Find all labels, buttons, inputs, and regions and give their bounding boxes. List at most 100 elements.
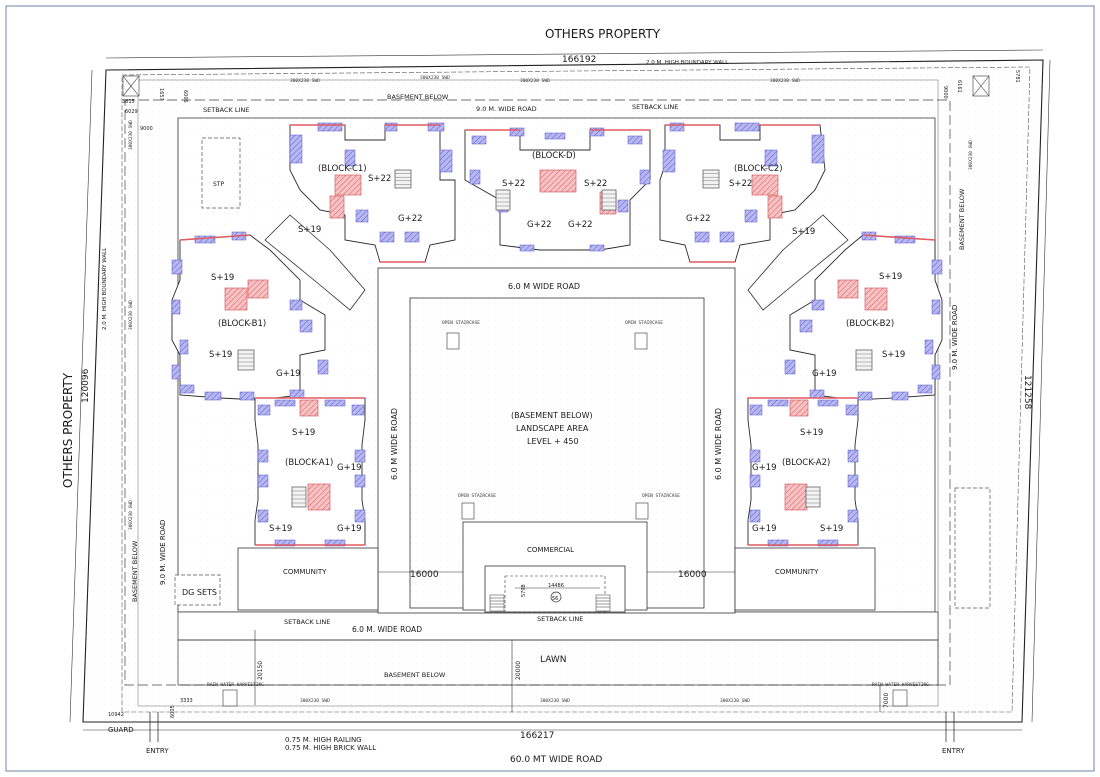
dim-16000-left: 16000 xyxy=(410,570,439,580)
stp-box xyxy=(201,137,241,209)
lawn-label: LAWN xyxy=(540,655,567,665)
block-c2-label: (BLOCK-C2) xyxy=(734,164,783,174)
core-10 xyxy=(299,399,319,417)
community-left xyxy=(237,547,379,611)
road-6m-center-right: 6.0 M WIDE ROAD xyxy=(714,408,723,480)
dim-9000-right: 9000 xyxy=(942,86,948,99)
balcony-73 xyxy=(847,474,859,488)
tower-c1 xyxy=(289,124,456,263)
b1-s19-top: S+19 xyxy=(211,273,234,283)
bottom-road-label: 60.0 MT WIDE ROAD xyxy=(510,755,602,765)
d-s22-left: S+22 xyxy=(502,179,525,189)
block-d-label: (BLOCK-D) xyxy=(532,151,576,161)
balcony-50 xyxy=(811,299,825,311)
core-6 xyxy=(224,287,248,311)
setback-line-top-left: SETBACK LINE xyxy=(203,106,249,114)
dim-7000: 7000 xyxy=(883,693,890,708)
b1-s19-mid: S+19 xyxy=(209,350,232,360)
balcony-58 xyxy=(257,449,269,463)
entrance-stairs xyxy=(489,594,611,612)
balcony-1 xyxy=(317,122,343,132)
balcony-40 xyxy=(289,389,305,399)
bottom-dimension: 166217 xyxy=(520,731,554,741)
corner-markers xyxy=(122,75,990,707)
basement-below-top: BASEMENT BELOW xyxy=(387,93,449,101)
balcony-24 xyxy=(744,209,758,223)
balcony-56 xyxy=(274,399,296,407)
balcony-3 xyxy=(355,209,369,223)
level-marker-number: 56 xyxy=(552,596,558,602)
staircase-7 xyxy=(805,486,821,508)
d-g22-right: G+22 xyxy=(568,220,593,230)
basement-below-right: BASEMENT BELOW xyxy=(958,188,966,250)
community-left-label: COMMUNITY xyxy=(283,568,327,576)
balcony-5 xyxy=(404,231,420,243)
dim-20000: 20000 xyxy=(515,661,522,680)
a2-s19-top: S+19 xyxy=(800,428,823,438)
svg-text:300X230 SWD: 300X230 SWD xyxy=(128,300,134,330)
balcony-22 xyxy=(811,134,825,164)
c2-s22: S+22 xyxy=(729,179,752,189)
core-7 xyxy=(247,279,269,299)
core-0 xyxy=(334,174,362,196)
basement-below-bottom: BASEMENT BELOW xyxy=(384,671,446,679)
balcony-9 xyxy=(471,135,487,145)
balcony-71 xyxy=(847,449,859,463)
rain-water-label-left: RAIN WATER HARVESTING xyxy=(207,682,264,688)
balcony-8 xyxy=(384,122,398,132)
balcony-37 xyxy=(289,299,303,311)
d-s22-right: S+22 xyxy=(584,179,607,189)
staircase-6 xyxy=(291,486,307,508)
c1-g22: G+22 xyxy=(398,214,423,224)
svg-text:300X230 SWD: 300X230 SWD xyxy=(720,698,750,704)
balcony-57 xyxy=(324,399,346,407)
balcony-70 xyxy=(749,449,761,463)
svg-text:300X230 SWD: 300X230 SWD xyxy=(520,78,550,84)
c1-s22: S+22 xyxy=(368,174,391,184)
balcony-33 xyxy=(171,364,181,380)
balcony-52 xyxy=(784,359,796,375)
block-a1-label: (BLOCK-A1) xyxy=(285,458,333,468)
balcony-26 xyxy=(694,231,710,243)
landscape-line-2: LANDSCAPE AREA xyxy=(516,424,589,433)
brick-wall-label: 0.75 M. HIGH BRICK WALL xyxy=(285,744,376,752)
top-property-label: OTHERS PROPERTY xyxy=(545,27,661,41)
dim-6006: 6006 xyxy=(182,90,188,103)
balcony-67 xyxy=(845,404,859,416)
road-6m-center-left: 6.0 M WIDE ROAD xyxy=(390,408,399,480)
left-dimension: 120096 xyxy=(81,368,91,403)
guard-label: GUARD xyxy=(108,726,134,734)
balcony-35 xyxy=(204,391,222,401)
balcony-20 xyxy=(669,122,685,132)
core-8 xyxy=(837,279,859,299)
open-staircase-label-1: OPEN STAIRCASE xyxy=(442,320,480,326)
c1-s19: S+19 xyxy=(298,225,321,235)
dim-5798: 5798 xyxy=(521,584,527,597)
open-staircase-label-2: OPEN STAIRCASE xyxy=(625,320,663,326)
balcony-18 xyxy=(519,244,535,252)
road-9m-right: 9.0 M. WIDE ROAD xyxy=(951,305,959,370)
basement-outline xyxy=(124,99,951,686)
balcony-72 xyxy=(749,474,761,488)
top-dimension: 166192 xyxy=(562,55,596,65)
balcony-43 xyxy=(931,259,943,275)
balcony-14 xyxy=(469,169,481,185)
staircase-4 xyxy=(237,349,255,371)
top-wall-label: 2.0 M. HIGH BOUNDARY WALL xyxy=(646,60,729,66)
dim-3333: 3333 xyxy=(180,698,193,704)
dim-9000-left: 9000 xyxy=(140,126,153,132)
balcony-45 xyxy=(924,339,934,355)
balcony-0 xyxy=(289,134,303,164)
balcony-15 xyxy=(639,169,651,185)
svg-text:300X230 SWD: 300X230 SWD xyxy=(968,140,974,170)
landscape-line-3: LEVEL + 450 xyxy=(527,437,579,446)
dim-1657: 1657 xyxy=(158,88,164,101)
lawn-area xyxy=(177,639,939,686)
transformer-box xyxy=(954,487,991,609)
balcony-31 xyxy=(171,299,181,315)
balcony-75 xyxy=(847,509,859,523)
balcony-19 xyxy=(589,244,605,252)
balcony-55 xyxy=(351,404,365,416)
svg-text:300X230 SWD: 300X230 SWD xyxy=(770,78,800,84)
